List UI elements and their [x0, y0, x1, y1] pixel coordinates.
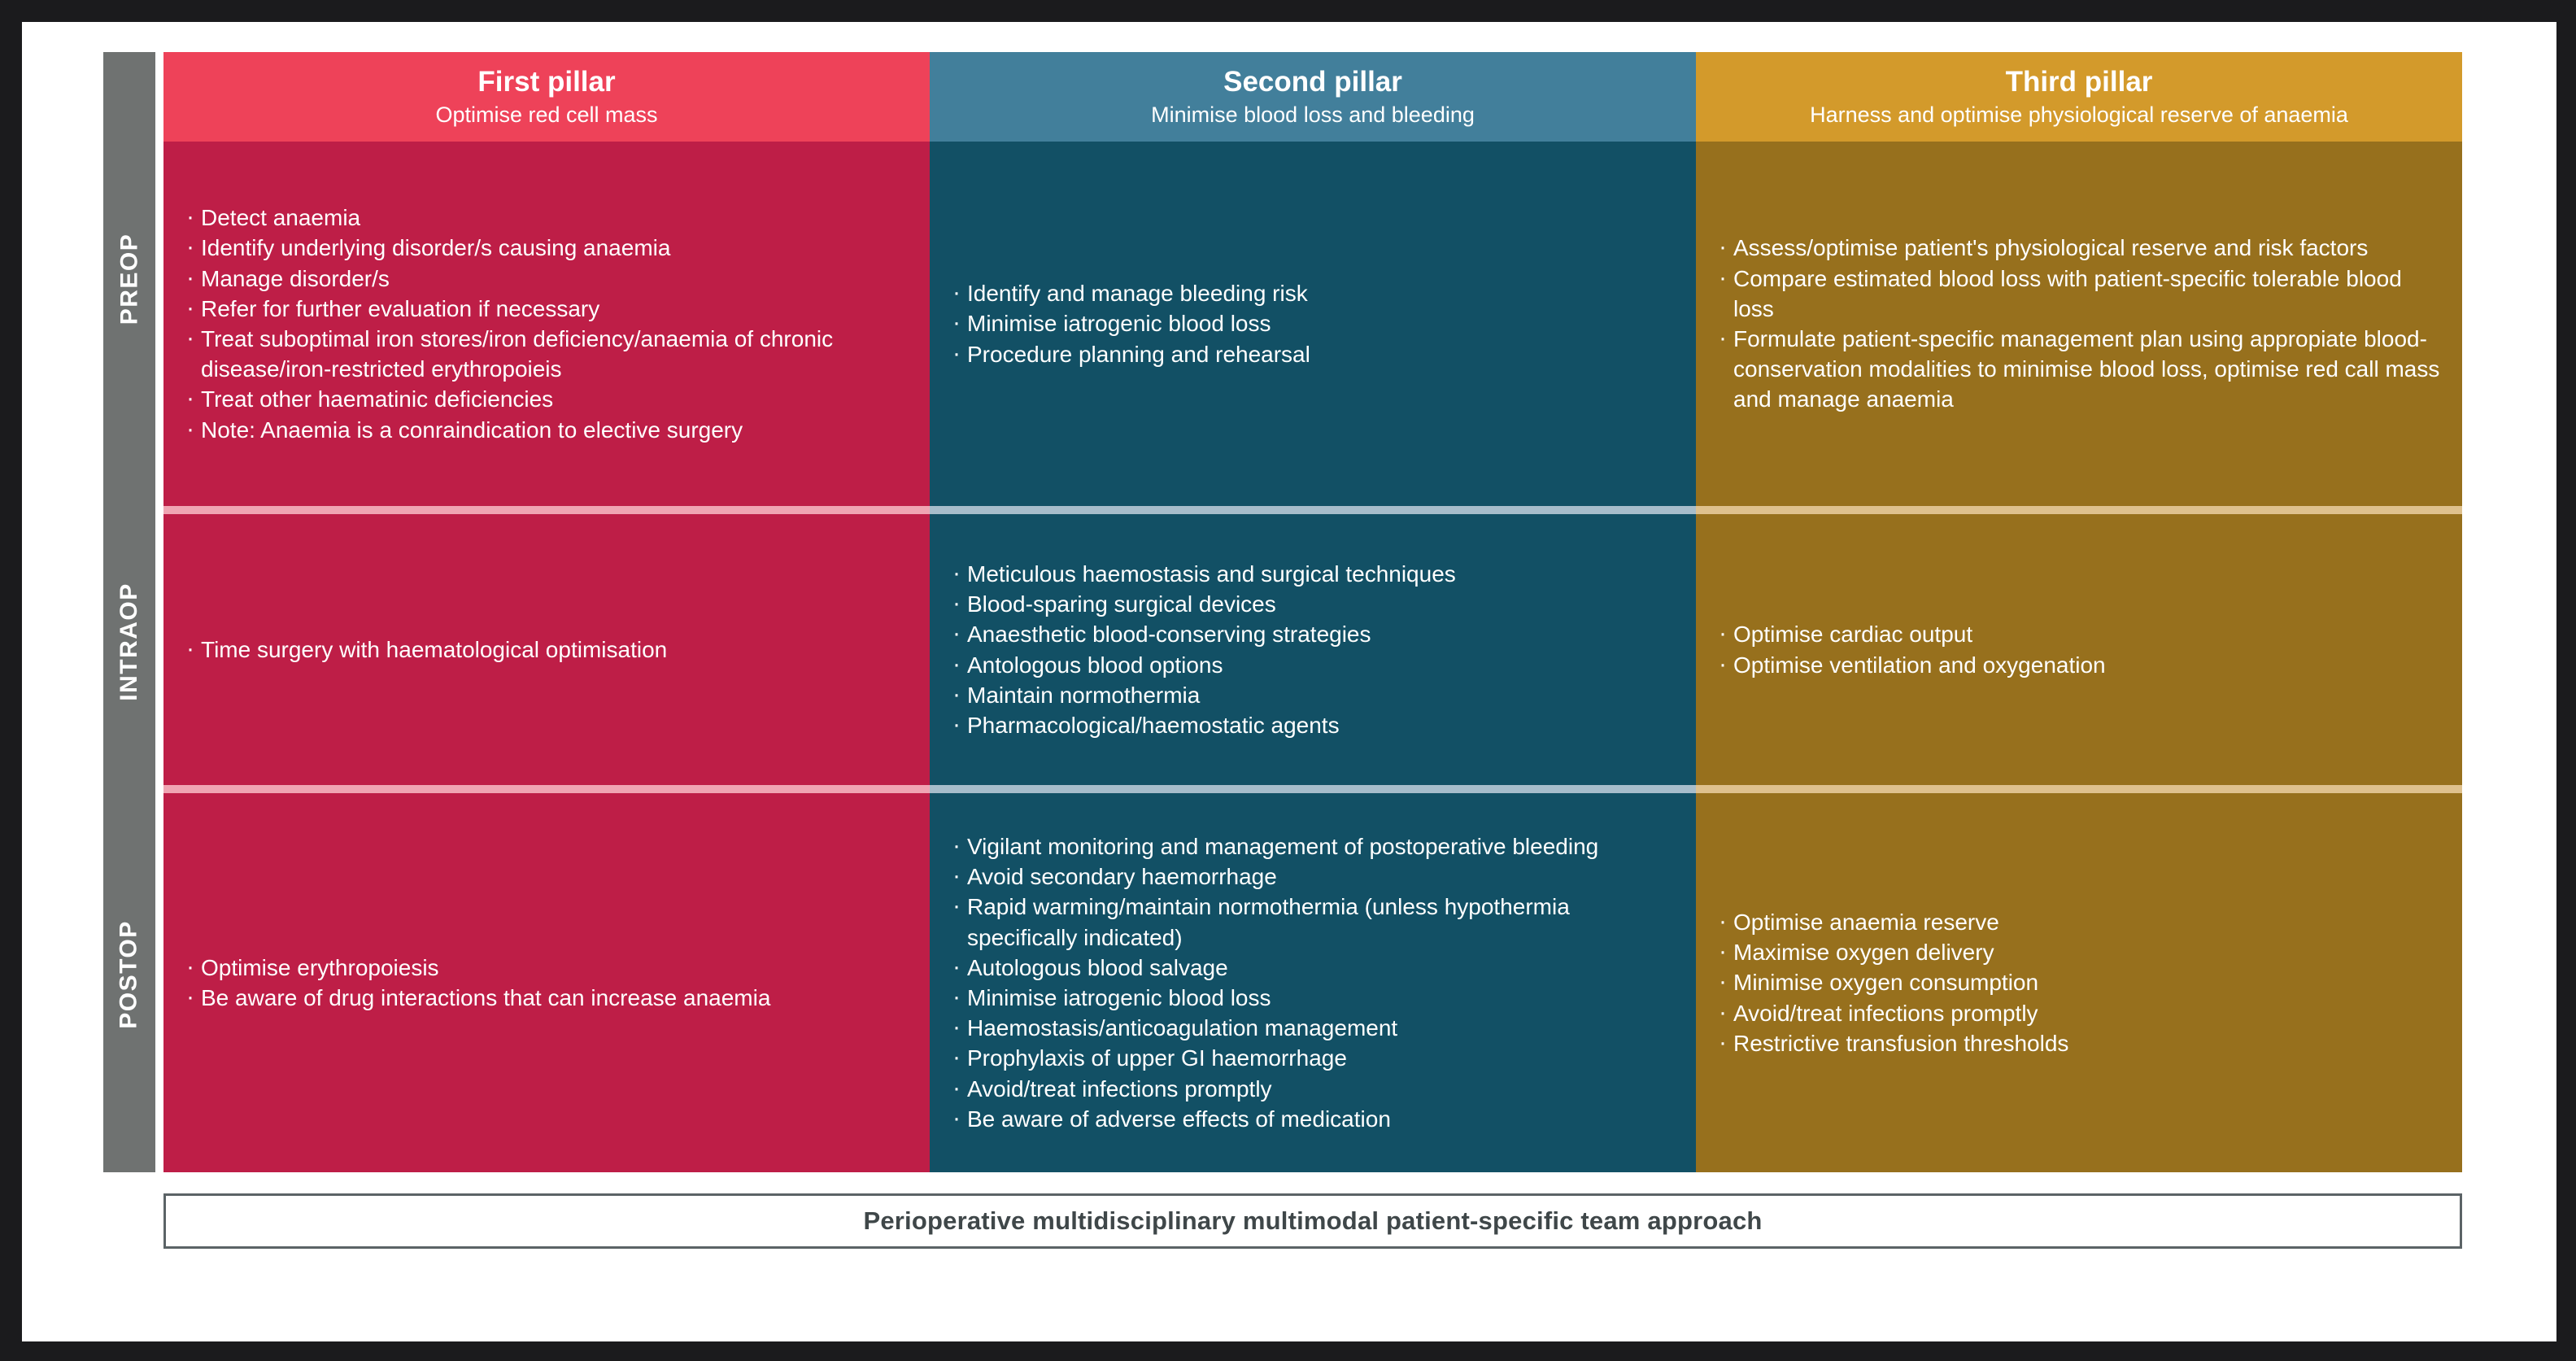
- pillar-header-second: Second pillar Minimise blood loss and bl…: [930, 52, 1696, 142]
- list-item: Be aware of adverse effects of medicatio…: [951, 1102, 1675, 1135]
- list-item: Assess/optimise patient's physiological …: [1717, 231, 2441, 264]
- cell-first-postop: Optimise erythropoiesisBe aware of drug …: [163, 793, 930, 1172]
- list-second-postop: Vigilant monitoring and management of po…: [951, 830, 1675, 1135]
- list-item: Pharmacological/haemostatic agents: [951, 709, 1675, 741]
- phase-cell-preop: PREOP: [103, 52, 155, 506]
- list-item: Avoid secondary haemorrhage: [951, 860, 1675, 892]
- row-separator: [163, 506, 930, 514]
- list-item: Treat other haematinic deficiencies: [185, 382, 909, 415]
- team-approach-banner: Perioperative multidisciplinary multimod…: [163, 1193, 2462, 1249]
- list-item: Maximise oxygen delivery: [1717, 936, 2441, 968]
- list-second-preop: Identify and manage bleeding riskMinimis…: [951, 277, 1675, 370]
- pillar-subtitle-first: Optimise red cell mass: [435, 102, 658, 127]
- list-item: Optimise cardiac output: [1717, 617, 2441, 650]
- list-item: Detect anaemia: [185, 201, 909, 233]
- cell-second-preop: Identify and manage bleeding riskMinimis…: [930, 142, 1696, 506]
- pillar-column-first: First pillar Optimise red cell mass Dete…: [163, 52, 930, 1172]
- cell-second-intraop: Meticulous haemostasis and surgical tech…: [930, 514, 1696, 785]
- list-item: Optimise anaemia reserve: [1717, 905, 2441, 938]
- row-separator: [1696, 785, 2462, 793]
- pillar-column-second: Second pillar Minimise blood loss and bl…: [930, 52, 1696, 1172]
- pillar-title-first: First pillar: [477, 66, 616, 98]
- pillar-subtitle-second: Minimise blood loss and bleeding: [1151, 102, 1475, 127]
- list-item: Manage disorder/s: [185, 262, 909, 294]
- list-item: Optimise erythropoiesis: [185, 951, 909, 984]
- cell-third-postop: Optimise anaemia reserveMaximise oxygen …: [1696, 793, 2462, 1172]
- pillar-columns: First pillar Optimise red cell mass Dete…: [163, 52, 2462, 1172]
- list-item: Time surgery with haematological optimis…: [185, 633, 909, 665]
- phase-label-preop: PREOP: [116, 233, 142, 325]
- list-item: Optimise ventilation and oxygenation: [1717, 648, 2441, 680]
- phase-cell-postop: POSTOP: [103, 777, 155, 1172]
- phase-cell-intraop: INTRAOP: [103, 506, 155, 777]
- list-item: Maintain normothermia: [951, 678, 1675, 711]
- list-item: Identify underlying disorder/s causing a…: [185, 231, 909, 264]
- cell-third-intraop: Optimise cardiac outputOptimise ventilat…: [1696, 514, 2462, 785]
- pillar-title-third: Third pillar: [2005, 66, 2153, 98]
- list-first-preop: Detect anaemiaIdentify underlying disord…: [185, 201, 909, 446]
- list-item: Be aware of drug interactions that can i…: [185, 981, 909, 1014]
- row-separator: [1696, 506, 2462, 514]
- list-item: Minimise iatrogenic blood loss: [951, 307, 1675, 339]
- list-second-intraop: Meticulous haemostasis and surgical tech…: [951, 557, 1675, 741]
- cell-second-postop: Vigilant monitoring and management of po…: [930, 793, 1696, 1172]
- row-separator: [930, 785, 1696, 793]
- phase-label-postop: POSTOP: [116, 920, 143, 1029]
- list-item: Rapid warming/maintain normothermia (unl…: [951, 890, 1675, 952]
- list-first-intraop: Time surgery with haematological optimis…: [185, 633, 909, 665]
- pbm-pillars-grid: PREOP INTRAOP POSTOP First pillar Optimi…: [103, 52, 2462, 1172]
- list-item: Avoid/treat infections promptly: [951, 1072, 1675, 1105]
- pillar-header-first: First pillar Optimise red cell mass: [163, 52, 930, 142]
- list-item: Haemostasis/anticoagulation management: [951, 1011, 1675, 1044]
- list-item: Procedure planning and rehearsal: [951, 338, 1675, 370]
- list-item: Vigilant monitoring and management of po…: [951, 830, 1675, 862]
- list-item: Autologous blood salvage: [951, 951, 1675, 984]
- list-item: Identify and manage bleeding risk: [951, 277, 1675, 309]
- list-item: Blood-sparing surgical devices: [951, 587, 1675, 620]
- list-third-intraop: Optimise cardiac outputOptimise ventilat…: [1717, 617, 2441, 680]
- list-third-preop: Assess/optimise patient's physiological …: [1717, 231, 2441, 415]
- list-item: Note: Anaemia is a conraindication to el…: [185, 413, 909, 446]
- list-item: Meticulous haemostasis and surgical tech…: [951, 557, 1675, 590]
- list-item: Avoid/treat infections promptly: [1717, 997, 2441, 1029]
- pillar-column-third: Third pillar Harness and optimise physio…: [1696, 52, 2462, 1172]
- list-item: Compare estimated blood loss with patien…: [1717, 262, 2441, 324]
- phase-label-intraop: INTRAOP: [116, 582, 142, 701]
- pillar-title-second: Second pillar: [1223, 66, 1402, 98]
- cell-first-preop: Detect anaemiaIdentify underlying disord…: [163, 142, 930, 506]
- list-item: Refer for further evaluation if necessar…: [185, 292, 909, 325]
- team-approach-banner-text: Perioperative multidisciplinary multimod…: [863, 1206, 1763, 1235]
- pillar-header-third: Third pillar Harness and optimise physio…: [1696, 52, 2462, 142]
- pillar-subtitle-third: Harness and optimise physiological reser…: [1810, 102, 2348, 127]
- list-item: Prophylaxis of upper GI haemorrhage: [951, 1041, 1675, 1074]
- phase-rail: PREOP INTRAOP POSTOP: [103, 52, 155, 1172]
- list-item: Treat suboptimal iron stores/iron defici…: [185, 322, 909, 384]
- list-item: Minimise iatrogenic blood loss: [951, 981, 1675, 1014]
- row-separator: [930, 506, 1696, 514]
- row-separator: [163, 785, 930, 793]
- list-third-postop: Optimise anaemia reserveMaximise oxygen …: [1717, 905, 2441, 1059]
- list-first-postop: Optimise erythropoiesisBe aware of drug …: [185, 951, 909, 1014]
- cell-first-intraop: Time surgery with haematological optimis…: [163, 514, 930, 785]
- list-item: Anaesthetic blood-conserving strategies: [951, 617, 1675, 650]
- diagram-canvas: PREOP INTRAOP POSTOP First pillar Optimi…: [22, 22, 2556, 1341]
- list-item: Formulate patient-specific management pl…: [1717, 322, 2441, 415]
- list-item: Minimise oxygen consumption: [1717, 966, 2441, 998]
- list-item: Antologous blood options: [951, 648, 1675, 680]
- list-item: Restrictive transfusion thresholds: [1717, 1027, 2441, 1059]
- cell-third-preop: Assess/optimise patient's physiological …: [1696, 142, 2462, 506]
